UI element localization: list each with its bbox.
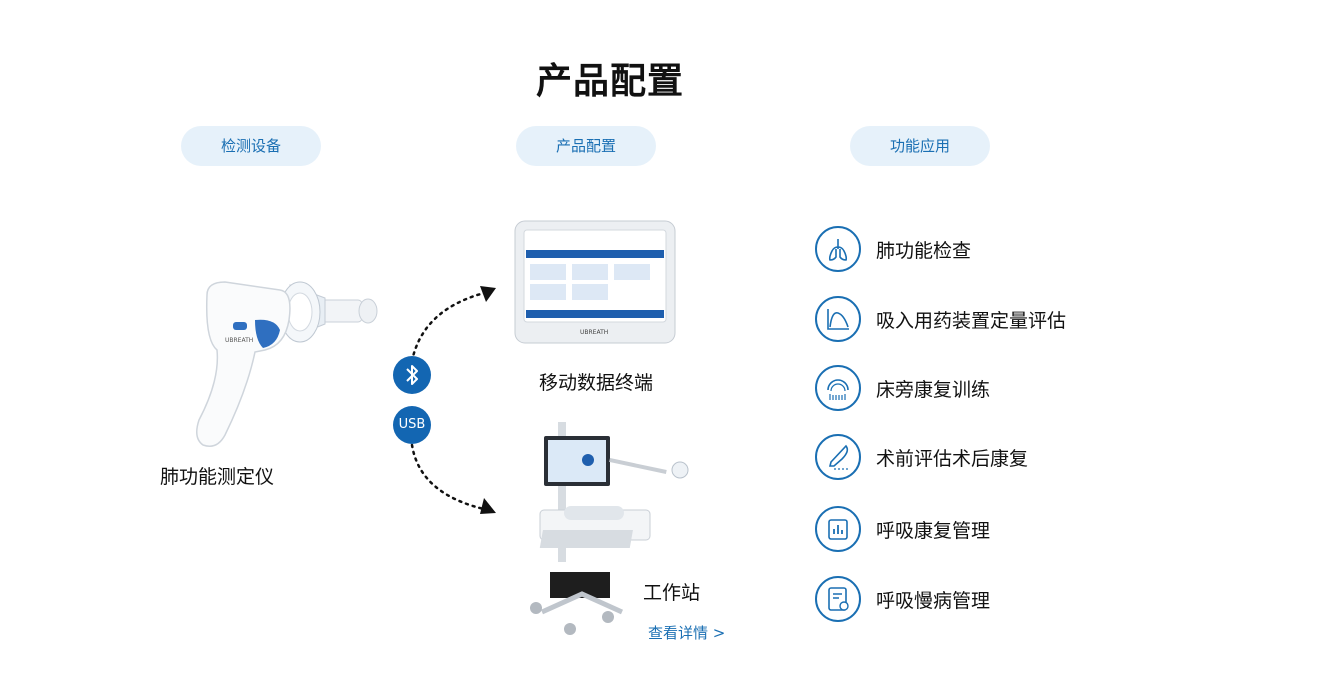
feature-label: 呼吸康复管理 — [876, 520, 991, 542]
usb-badge: USB — [393, 406, 431, 444]
tablet-image: UBREATH — [514, 220, 676, 344]
feature-label: 吸入用药装置定量评估 — [876, 310, 1067, 332]
chart-icon — [815, 506, 861, 552]
tab-product-config[interactable]: 产品配置 — [516, 126, 656, 166]
tab-function-application[interactable]: 功能应用 — [850, 126, 990, 166]
view-details-link[interactable]: 查看详情 > — [648, 624, 726, 642]
device-brand: UBREATH — [225, 337, 253, 344]
workstation-image — [530, 422, 689, 635]
feature-label: 术前评估术后康复 — [876, 448, 1029, 470]
page-title: 产品配置 — [535, 61, 684, 102]
feature-item-respiratory-rehab[interactable]: 呼吸康复管理 — [815, 506, 1115, 554]
flow-curve-icon — [815, 296, 861, 342]
workstation-label: 工作站 — [643, 582, 701, 604]
device-label: 肺功能测定仪 — [160, 466, 275, 488]
scalpel-icon — [815, 434, 861, 480]
lungs-icon — [815, 226, 861, 272]
feature-item-lung-test[interactable]: 肺功能检查 — [815, 226, 1115, 274]
tab-detection-device[interactable]: 检测设备 — [181, 126, 321, 166]
record-icon — [815, 576, 861, 622]
feature-item-inhaler-assessment[interactable]: 吸入用药装置定量评估 — [815, 296, 1115, 344]
feature-item-bedside-rehab[interactable]: 床旁康复训练 — [815, 365, 1115, 413]
feature-label: 肺功能检查 — [876, 240, 972, 262]
bluetooth-badge — [393, 356, 431, 394]
feature-label: 呼吸慢病管理 — [876, 590, 991, 612]
terminal-label: 移动数据终端 — [539, 372, 654, 394]
gauge-icon — [815, 365, 861, 411]
connection-arrows — [408, 286, 496, 514]
feature-item-perioperative[interactable]: 术前评估术后康复 — [815, 434, 1115, 482]
tablet-brand: UBREATH — [580, 329, 608, 336]
feature-item-chronic-disease[interactable]: 呼吸慢病管理 — [815, 576, 1115, 624]
bluetooth-icon — [406, 365, 418, 385]
spirometer-image: UBREATH — [196, 281, 378, 447]
feature-label: 床旁康复训练 — [876, 379, 991, 401]
